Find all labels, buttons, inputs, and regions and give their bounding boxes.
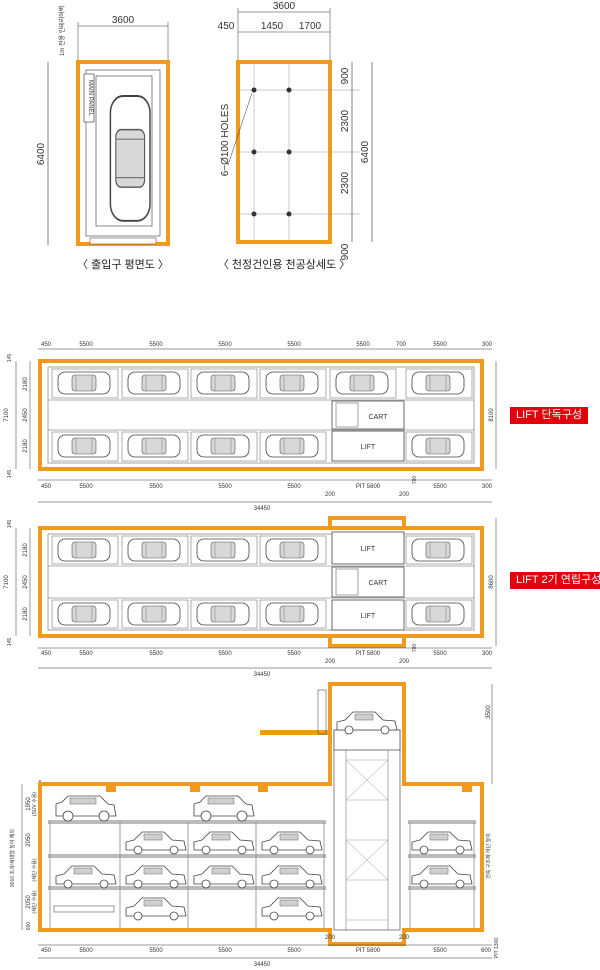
main-panel-label: MAIN PANEL: [87, 80, 93, 117]
hole-width-2: 1450: [261, 21, 284, 32]
single-top-dim-1: 450: [41, 342, 52, 348]
entrance-plan-caption: 〈 출입구 평면도 〉: [77, 258, 169, 271]
single-total-dim: 34450: [254, 506, 271, 512]
single-bottom-dim-11: 300: [482, 484, 493, 490]
entrance-plan: 3600 6400 1m 전용 인테리어벽 MAIN PANEL 〈 출입구 평…: [36, 6, 170, 271]
single-lift-label: LIFT: [361, 444, 376, 451]
hole-total-width: 3600: [273, 1, 296, 12]
single-cart-label: CART: [369, 414, 389, 421]
double-bottom-dim-7: PIT 5800: [356, 651, 381, 657]
double-bottom-dim-9: 700: [412, 644, 418, 653]
double-lift-badge: LIFT 2기 연립구성: [510, 572, 600, 589]
holes-label: 6−Ø100 HOLES: [220, 103, 231, 176]
single-lift-plan: 450 5500 5500 5500 5500 5500 700 5500 30…: [4, 342, 497, 512]
hole-width-3: 1700: [299, 21, 322, 32]
double-overall-dim: 7100: [4, 575, 10, 589]
section-bottom-dim-2: 5500: [79, 948, 93, 954]
section-bottom-dim-7: PIT 5800: [356, 948, 381, 954]
plan-height-dim: 6400: [36, 142, 47, 165]
single-bottom-dim-6: 200: [325, 492, 336, 498]
section-bottom-dim-8: 200: [399, 935, 410, 941]
single-bottom-dim-7: PIT 5800: [356, 484, 381, 490]
double-left-dim-1: 145: [7, 520, 13, 529]
section-top-right-dim: 3500: [486, 705, 492, 719]
section-pit-label: PIT 1300: [494, 938, 500, 958]
level-3-note: (세단 수용): [31, 890, 38, 913]
hole-width-1: 450: [218, 21, 235, 32]
section-bottom-dim-6: 200: [325, 935, 336, 941]
section-right-note: 건축 구조체 하단 높이: [485, 833, 492, 879]
single-top-dim-4: 5500: [218, 342, 232, 348]
level-2-note: (세단 수용): [31, 858, 38, 881]
single-bottom-dim-2: 5500: [79, 484, 93, 490]
single-top-dim-6: 5500: [356, 342, 370, 348]
section-bottom-dim-1: 450: [41, 948, 52, 954]
section-bottom-dim-4: 5500: [218, 948, 232, 954]
hole-height-3: 2300: [340, 171, 351, 194]
single-top-dim-8: 5500: [433, 342, 447, 348]
single-top-dim-7: 700: [396, 342, 407, 348]
single-left-dim-5: 145: [7, 470, 13, 479]
single-bottom-dim-4: 5500: [218, 484, 232, 490]
double-left-dim-2: 2180: [23, 543, 29, 557]
double-lift-plan: LIFT CART LIFT 145 2180 2450 2180 145 71…: [4, 516, 497, 678]
ceiling-hole-detail: 3600 450 1450 1700 6−Ø100 HOLES 900 2300…: [218, 1, 373, 271]
hole-total-height: 6400: [360, 140, 371, 163]
single-bottom-dim-10: 5500: [433, 484, 447, 490]
double-bottom-dim-4: 5500: [218, 651, 232, 657]
single-top-dim-2: 5500: [79, 342, 93, 348]
double-bottom-dim-3: 5500: [149, 651, 163, 657]
single-left-dim-2: 2180: [23, 377, 29, 391]
single-lift-badge: LIFT 단독구성: [510, 407, 588, 424]
single-right-dim: 8100: [489, 408, 495, 422]
wall-label: 1m 전용 인테리어벽: [58, 6, 66, 56]
double-bottom-dim-11: 300: [482, 651, 493, 657]
hole-height-4: 900: [340, 243, 351, 260]
single-left-dim-3: 2450: [23, 408, 29, 422]
section-bottom-dim-10: 600: [481, 948, 492, 954]
hole-height-1: 900: [340, 67, 351, 84]
section-total-dim: 34450: [254, 962, 271, 968]
level-1-note: (SUV 수용): [32, 792, 38, 817]
single-bottom-dim-3: 5500: [149, 484, 163, 490]
section-bottom-dim-3: 5500: [149, 948, 163, 954]
single-left-dim-4: 2180: [23, 439, 29, 453]
double-cart-label: CART: [369, 580, 389, 587]
double-lift-a-label: LIFT: [361, 546, 376, 553]
double-left-dim-3: 2450: [23, 575, 29, 589]
double-bottom-dim-1: 450: [41, 651, 52, 657]
single-top-dim-5: 5500: [287, 342, 301, 348]
double-left-dim-4: 2180: [23, 607, 29, 621]
double-bottom-dim-6: 200: [325, 659, 336, 665]
single-left-dim-1: 145: [7, 354, 13, 363]
double-right-dim: 8600: [489, 575, 495, 589]
double-lift-b-label: LIFT: [361, 613, 376, 620]
double-bottom-dim-10: 5500: [433, 651, 447, 657]
pit-depth-left: 600: [26, 922, 32, 931]
section-bottom-dim-9: 5500: [433, 948, 447, 954]
section-left-total: 9010 초과/세대형 높이 제외: [9, 829, 16, 887]
single-bottom-dim-8: 200: [399, 492, 410, 498]
single-top-dim-9: 300: [482, 342, 493, 348]
hole-height-2: 2300: [340, 109, 351, 132]
plan-width-dim: 3600: [112, 15, 135, 26]
single-bottom-dim-9: 700: [412, 476, 418, 485]
level-2-height: 2050: [26, 833, 32, 847]
single-top-dim-3: 5500: [149, 342, 163, 348]
level-1-height: 1950: [26, 797, 32, 811]
single-bottom-dim-1: 450: [41, 484, 52, 490]
double-bottom-dim-2: 5500: [79, 651, 93, 657]
double-bottom-dim-5: 5500: [287, 651, 301, 657]
single-bottom-dim-5: 5500: [287, 484, 301, 490]
single-overall-dim: 7100: [4, 408, 10, 422]
level-3-height: 2050: [26, 895, 32, 909]
section-elevation: 1950 (SUV 수용) 2050 (세단 수용) 2050 (세단 수용) …: [9, 682, 500, 968]
double-bottom-dim-8: 200: [399, 659, 410, 665]
double-total-dim: 34450: [254, 672, 271, 678]
section-bottom-dim-5: 5500: [287, 948, 301, 954]
ceiling-detail-caption: 〈 천정건인용 천공상세도 〉: [218, 257, 350, 271]
double-left-dim-5: 145: [7, 638, 13, 647]
